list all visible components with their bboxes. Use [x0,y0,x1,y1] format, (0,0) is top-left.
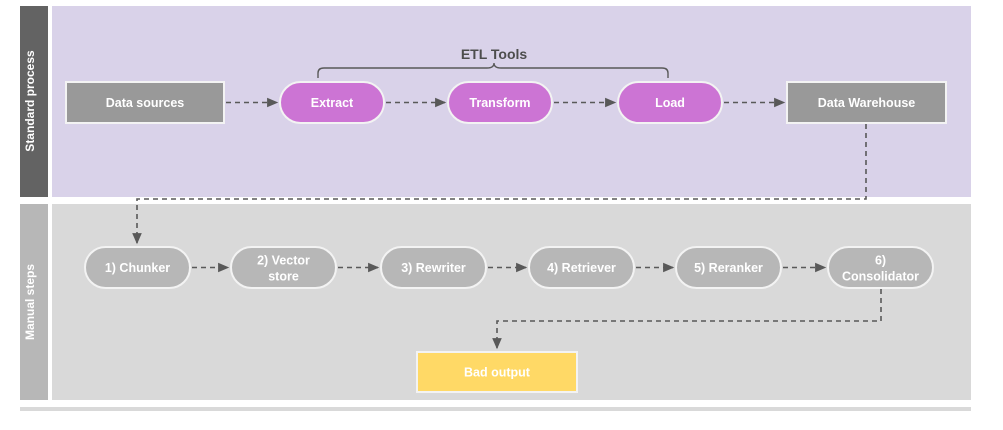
node-chunker-label: 1) Chunker [105,261,170,275]
node-data-sources[interactable]: Data sources [65,81,225,124]
standard-process-band-label: Standard process [23,50,37,152]
etl-tools-annotation: ETL Tools [317,46,669,78]
node-transform[interactable]: Transform [447,81,553,124]
node-bad-output[interactable]: Bad output [416,351,578,393]
node-data-warehouse-label: Data Warehouse [818,96,916,110]
node-retriever-label: 4) Retriever [547,261,616,275]
manual-steps-band-label: Manual steps [23,264,37,340]
node-transform-label: Transform [469,96,530,110]
node-bad-output-label: Bad output [464,365,531,379]
node-vector-store[interactable]: 2) Vector store [230,246,337,289]
node-retriever[interactable]: 4) Retriever [528,246,635,289]
node-data-sources-label: Data sources [106,96,185,110]
node-vector-store-label-line2: store [268,269,299,283]
node-data-warehouse[interactable]: Data Warehouse [786,81,947,124]
edge-data-warehouse-to-chunker [132,124,867,245]
node-chunker[interactable]: 1) Chunker [84,246,191,289]
node-vector-store-label-line1: 2) Vector [257,253,310,267]
node-rewriter[interactable]: 3) Rewriter [380,246,487,289]
node-consolidator[interactable]: 6) Consolidator [827,246,934,289]
etl-tools-label: ETL Tools [461,46,528,62]
manual-steps-band-strip [20,204,48,400]
node-load-label: Load [655,96,685,110]
node-rewriter-label: 3) Rewriter [401,261,466,275]
baseline-rule [20,407,971,411]
node-reranker-label: 5) Reranker [694,261,763,275]
node-consolidator-label-line2: Consolidator [842,269,919,283]
node-reranker[interactable]: 5) Reranker [675,246,782,289]
node-load[interactable]: Load [617,81,723,124]
node-extract[interactable]: Extract [279,81,385,124]
standard-process-band-strip [20,6,48,197]
node-consolidator-label-line1: 6) [875,253,886,267]
node-extract-label: Extract [311,96,354,110]
etl-tools-brace [317,62,669,78]
